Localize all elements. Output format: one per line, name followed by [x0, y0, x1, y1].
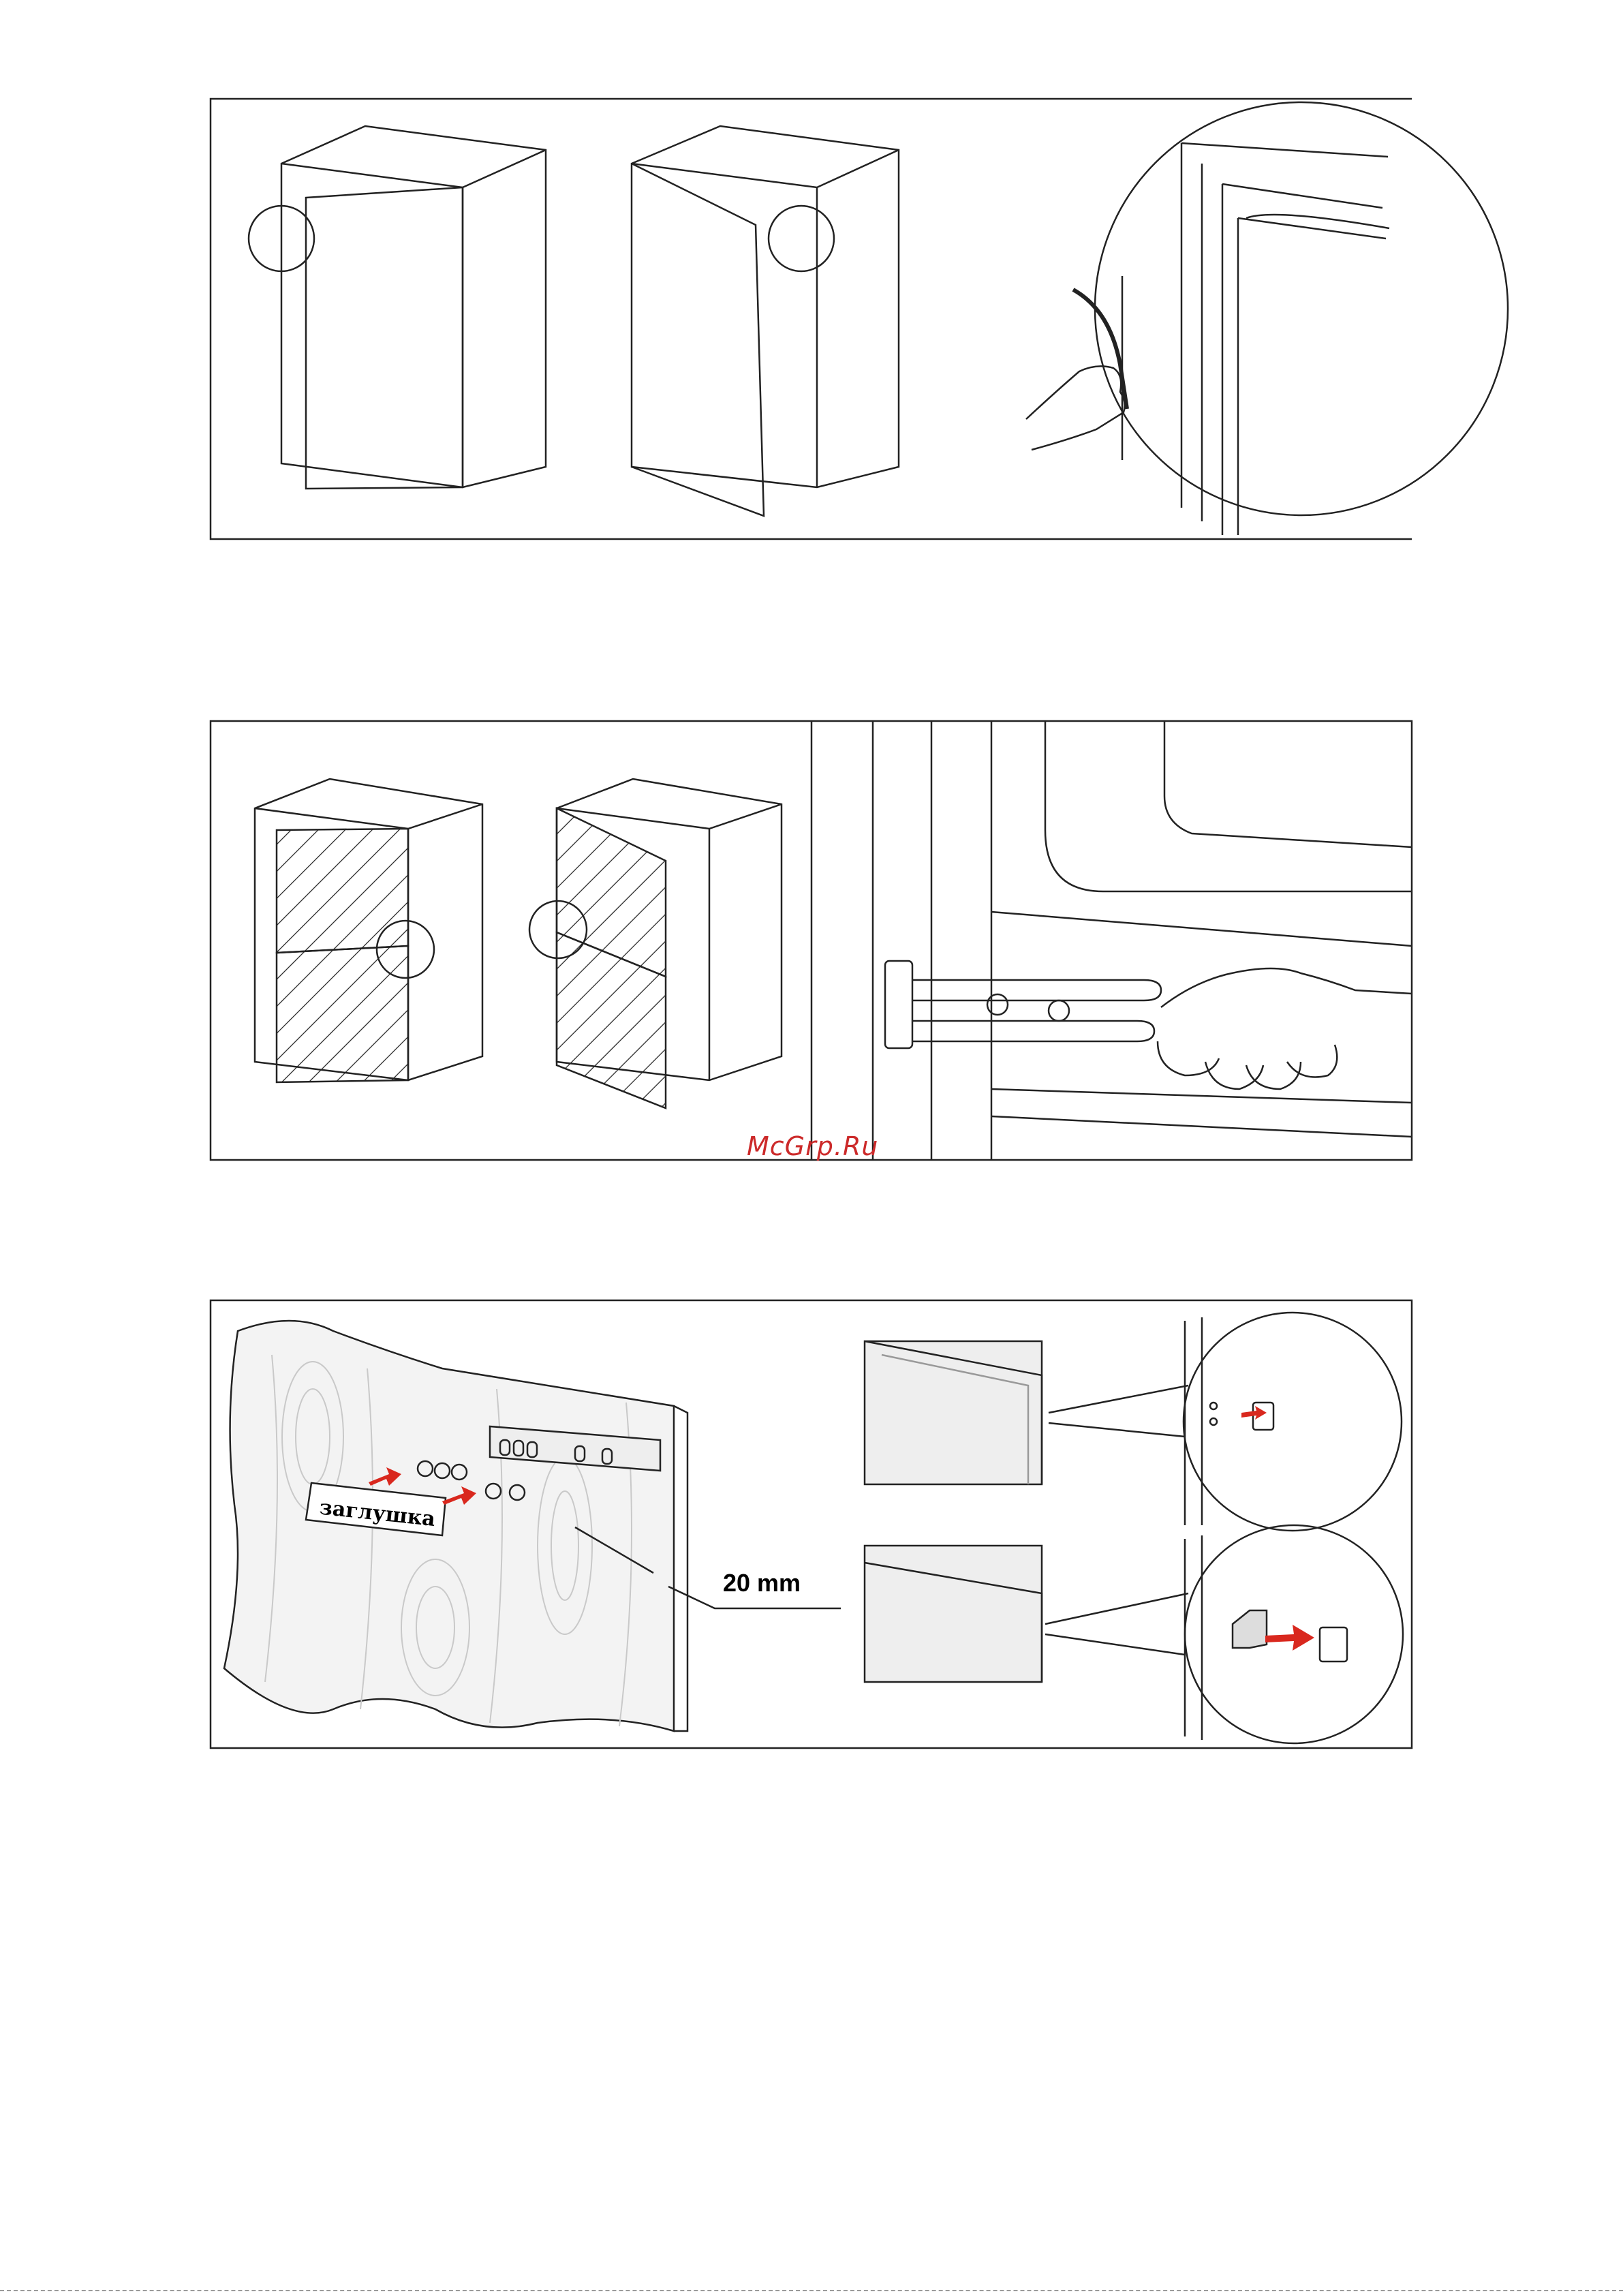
door-bottom-corner-view: [865, 1546, 1042, 1682]
door-seal-strip: [1073, 290, 1127, 409]
page-bottom-rule: [0, 2290, 1623, 2291]
figure-frame: [211, 99, 1412, 539]
bracket-rail-lower: [912, 1021, 1154, 1041]
arrow-icon: [1265, 1625, 1314, 1651]
cover-cap: [1320, 1627, 1347, 1662]
door-top-corner-view: [865, 1341, 1042, 1484]
figure-1-illustration: [211, 99, 1412, 539]
screw-head: [987, 994, 1008, 1015]
detail-magnifier: [1095, 102, 1508, 515]
bracket-plate: [885, 961, 912, 1048]
arrow-icon: [1241, 1406, 1267, 1420]
decor-panel-upper: [277, 829, 408, 953]
decor-panel-lower: [277, 946, 408, 1082]
cabinet-right-door: [632, 164, 764, 516]
figure-door-fixing-rail: заглушка 20 mm: [211, 1300, 1412, 1748]
screw-head: [1049, 1000, 1069, 1021]
dimension-label: 20 mm: [723, 1569, 801, 1597]
figure-door-seal-removal: [211, 99, 1412, 539]
bracket-rail-upper: [912, 980, 1161, 1000]
figure-hinge-bracket: [211, 721, 1412, 1160]
hand-pulling-seal: [1026, 366, 1125, 450]
hinge-highlight-circle: [769, 206, 834, 271]
cabinet-left-door: [306, 187, 463, 489]
figure-2-illustration: [211, 721, 1412, 1160]
stopper-bracket: [1233, 1610, 1267, 1648]
hand-holding-bracket: [1161, 968, 1412, 1007]
watermark-text: McGrp.Ru: [747, 1131, 878, 1161]
